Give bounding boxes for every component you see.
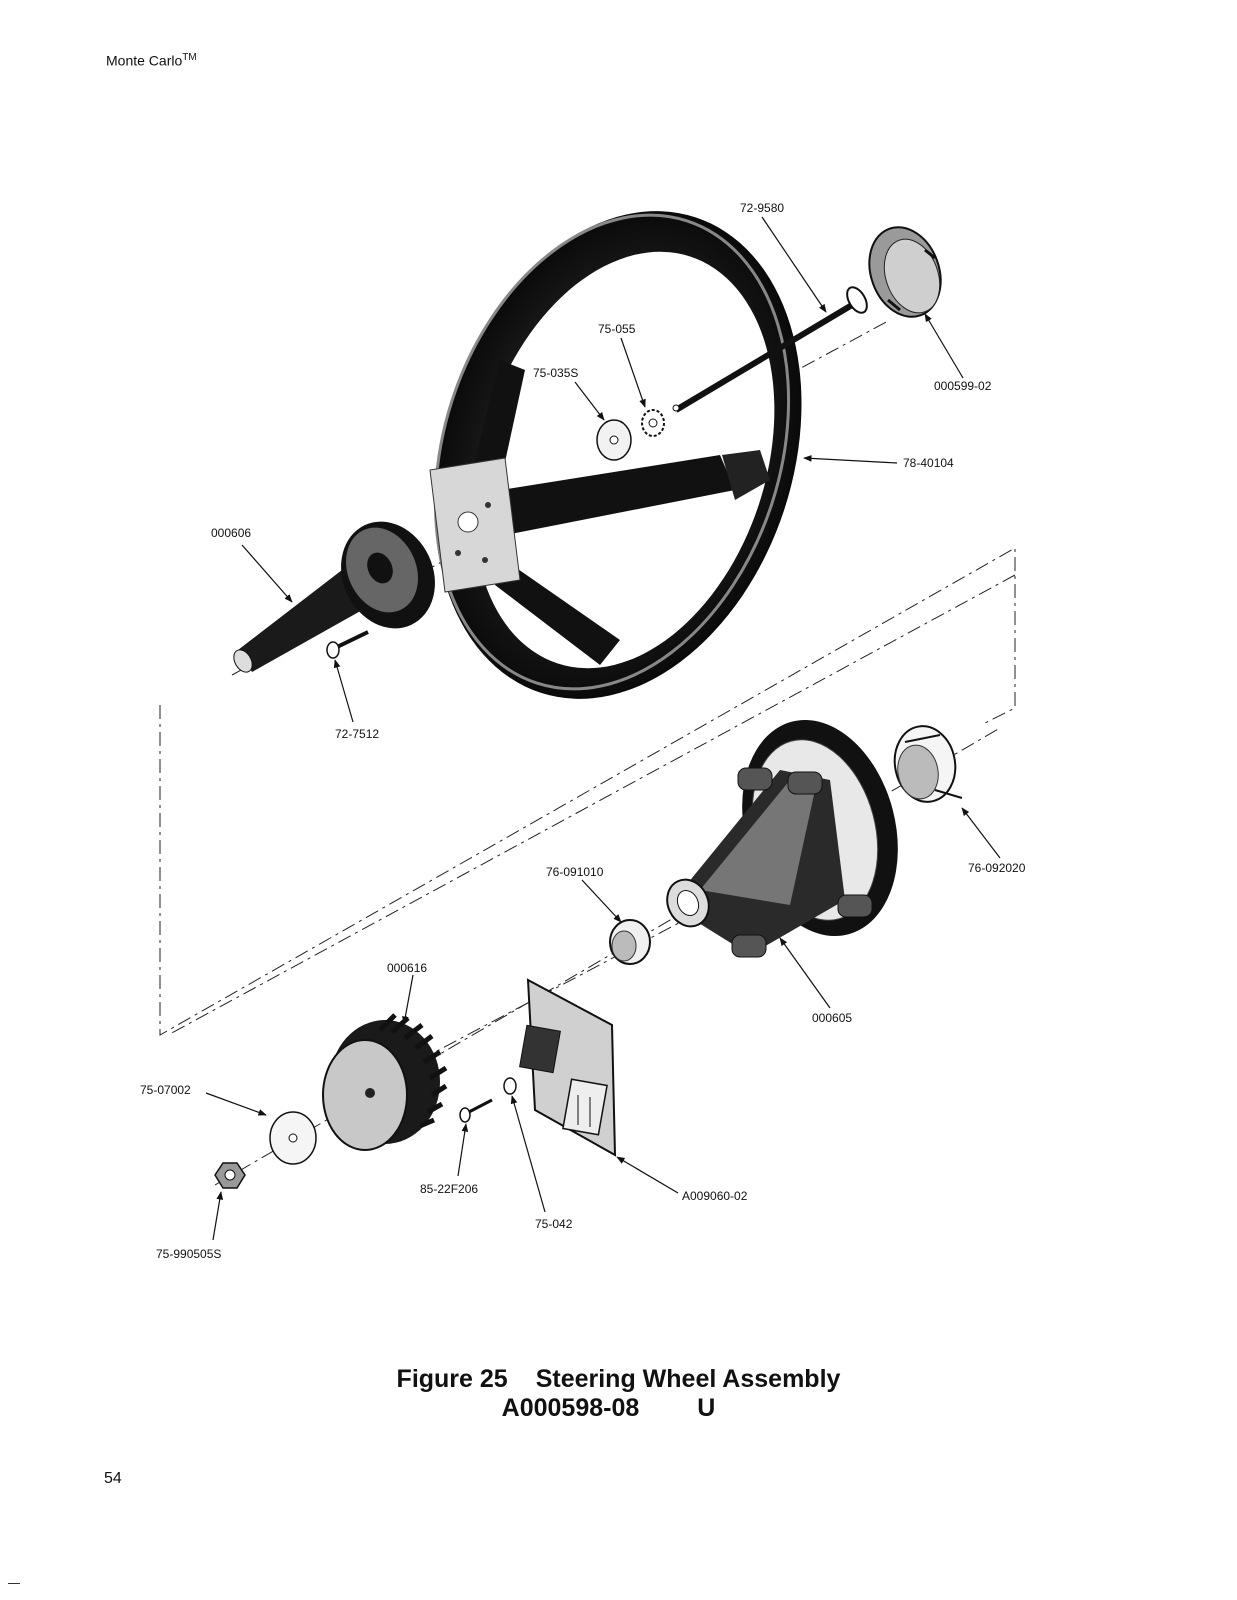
- callout-flat-washer: 75-035S: [533, 366, 578, 380]
- callout-hex-nut: 75-990505S: [156, 1247, 221, 1261]
- column-housing: [666, 719, 898, 958]
- figure-number: Figure 25: [396, 1365, 508, 1393]
- callout-encoder-wheel: 000616: [387, 961, 427, 975]
- callout-pcb-screw: 85-22F206: [420, 1182, 478, 1196]
- page-number: 54: [104, 1470, 122, 1487]
- callout-long-bolt: 72-9580: [740, 201, 784, 215]
- callout-large-washer: 75-07002: [140, 1083, 191, 1097]
- callout-small-washer: 75-042: [535, 1217, 573, 1231]
- callout-flange-bushing: 76-092020: [968, 861, 1026, 875]
- callout-shaft-adapter: 000606: [211, 526, 251, 540]
- small-washer: [503, 1077, 517, 1095]
- footer-mark: [8, 1583, 20, 1584]
- set-screw: [326, 630, 369, 659]
- callout-labels: 72-9580 75-055 75-035S 000599-02 78-4010…: [140, 201, 1026, 1261]
- page-header: Monte CarloTM: [106, 52, 197, 69]
- long-bolt: [672, 286, 868, 413]
- trademark-mark: TM: [182, 52, 197, 63]
- document-title: Monte Carlo: [106, 52, 183, 69]
- shaft-adapter: [233, 521, 435, 673]
- flange-bushing: [893, 725, 963, 803]
- revision-letter: U: [697, 1394, 716, 1422]
- horn-cap: [868, 226, 942, 318]
- circuit-board: [519, 978, 617, 1157]
- assembly-part-number: A000598-08: [501, 1394, 640, 1422]
- callout-lock-washer: 75-055: [598, 322, 636, 336]
- figure-part-line: A000598-08 U: [0, 1394, 1227, 1422]
- figure-title: Steering Wheel Assembly: [535, 1365, 841, 1393]
- figure-caption: Figure 25 Steering Wheel Assembly: [0, 1365, 1237, 1393]
- callout-set-screw: 72-7512: [335, 727, 379, 741]
- callout-small-bushing: 76-091010: [546, 865, 604, 879]
- callout-horn-cap: 000599-02: [934, 379, 992, 393]
- hex-nut: [214, 1162, 246, 1189]
- callout-column-housing: 000605: [812, 1011, 852, 1025]
- small-bushing: [609, 919, 651, 965]
- flat-washer: [596, 419, 632, 461]
- lock-washer: [641, 409, 665, 437]
- callout-steering-wheel: 78-40104: [903, 456, 954, 470]
- pcb-screw: [459, 1098, 493, 1123]
- leader-lines: [205, 216, 1001, 1241]
- callout-circuit-board: A009060-02: [682, 1189, 748, 1203]
- encoder-wheel: [322, 1013, 448, 1151]
- large-washer: [269, 1111, 317, 1165]
